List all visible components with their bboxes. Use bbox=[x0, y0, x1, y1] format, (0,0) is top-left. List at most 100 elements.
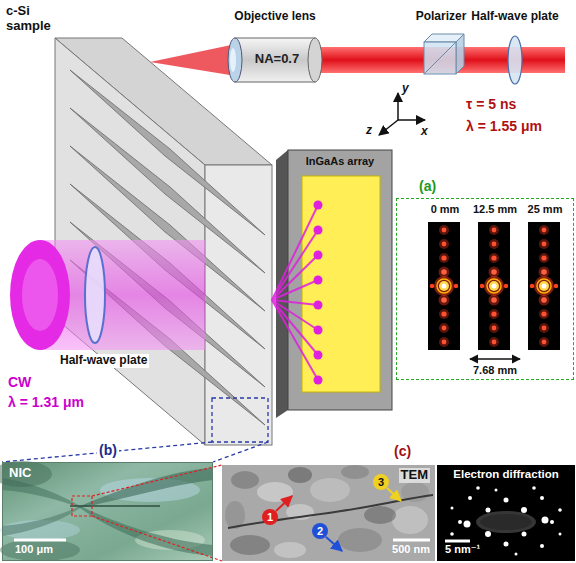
objective-lens bbox=[228, 38, 242, 82]
electron-diffraction-image bbox=[532, 486, 536, 490]
electron-diffraction-image bbox=[468, 496, 472, 500]
diffraction-spots bbox=[314, 326, 323, 335]
laser-parameter: τ = 5 ns bbox=[466, 96, 516, 112]
electron-diffraction-image bbox=[542, 517, 549, 524]
camera-frames bbox=[480, 225, 508, 347]
electron-diffraction-image bbox=[476, 511, 536, 533]
camera-frames bbox=[528, 222, 560, 350]
polarizer-cube bbox=[456, 34, 464, 74]
axis-label: z bbox=[366, 124, 372, 138]
callout-arrow bbox=[276, 496, 292, 511]
nic-image bbox=[80, 506, 213, 556]
scale-bar-label: 100 μm bbox=[15, 543, 53, 556]
electron-diffraction-image bbox=[521, 507, 527, 513]
diffraction-spots bbox=[314, 351, 323, 360]
image-tag: Electron diffraction bbox=[453, 468, 558, 481]
dimension-arrow bbox=[470, 359, 520, 360]
zoom-indicator bbox=[212, 398, 268, 442]
component-label: Half-wave plate bbox=[471, 10, 558, 24]
axis-label: y bbox=[402, 82, 409, 96]
nic-image bbox=[0, 461, 213, 561]
tem-image bbox=[288, 467, 312, 483]
diffracted-beams bbox=[272, 300, 318, 380]
nic-micrograph-panel: (b)NIC100 μm bbox=[2, 462, 213, 561]
diffraction-spots bbox=[314, 376, 323, 385]
zoom-indicator bbox=[72, 465, 222, 561]
lens-aperture-label: NA=0.7 bbox=[255, 52, 299, 67]
diffracted-beams bbox=[272, 255, 318, 300]
coordinate-axes bbox=[379, 93, 425, 135]
zoom-indicator bbox=[92, 516, 222, 561]
dimension-arrow bbox=[470, 358, 520, 359]
tem-image bbox=[364, 506, 396, 524]
camera-frames bbox=[428, 222, 560, 350]
component-label: Half-wave plate bbox=[58, 354, 149, 368]
camera-frames bbox=[478, 222, 510, 350]
laser-parameter: λ = 1.55 μm bbox=[466, 118, 542, 134]
callout-arrow bbox=[326, 537, 342, 551]
ingaas-detector bbox=[288, 150, 392, 410]
panel-letter: (c) bbox=[392, 443, 413, 459]
scale-bar-label: 500 nm bbox=[392, 543, 430, 556]
probe-laser-beam bbox=[10, 240, 205, 350]
image-tag: NIC bbox=[9, 466, 31, 481]
electron-diffraction-image bbox=[464, 521, 471, 528]
camera-frames bbox=[530, 225, 558, 347]
electron-diffraction-image bbox=[515, 553, 518, 556]
callout-number: 1 bbox=[267, 511, 273, 524]
diffracted-beams bbox=[272, 230, 318, 300]
callout-arrow bbox=[387, 488, 401, 501]
probe-laser-beam bbox=[10, 240, 70, 350]
diffraction-panel: Electron diffraction 5 nm⁻¹ bbox=[437, 465, 575, 561]
component-label: Objective lens bbox=[234, 10, 315, 24]
polarizer-cube bbox=[424, 42, 456, 74]
diffracted-beams bbox=[272, 300, 318, 355]
sample-label: c-Si sample bbox=[6, 4, 60, 34]
distance-label: 12.5 mm bbox=[473, 203, 517, 216]
half-wave-plate bbox=[85, 247, 105, 343]
callout-circle: 1 bbox=[262, 509, 278, 525]
electron-diffraction-image bbox=[451, 507, 454, 510]
diffraction-spots bbox=[314, 201, 323, 385]
electron-diffraction-image bbox=[504, 498, 509, 503]
electron-diffraction-image bbox=[504, 542, 509, 547]
tem-image bbox=[222, 465, 435, 561]
electron-diffraction-image bbox=[522, 532, 527, 537]
tem-image bbox=[274, 542, 306, 558]
zoom-indicator bbox=[2, 442, 212, 462]
ingaas-detector bbox=[276, 150, 392, 418]
electron-diffraction-image bbox=[445, 540, 470, 543]
tem-image bbox=[228, 495, 433, 528]
electron-diffraction-image bbox=[437, 465, 575, 561]
tem-image bbox=[231, 471, 259, 489]
tem-micrograph-panel: TEM500 nm123 bbox=[222, 465, 435, 561]
callout-number: 2 bbox=[317, 525, 323, 538]
panel-letter: (a) bbox=[419, 178, 436, 194]
half-wave-plate bbox=[508, 36, 522, 84]
focused-beam-cone bbox=[150, 44, 236, 76]
coordinate-axes bbox=[397, 93, 399, 120]
electron-diffraction-image bbox=[450, 532, 454, 536]
image-tag: TEM bbox=[399, 468, 430, 483]
coordinate-axes bbox=[398, 119, 425, 121]
nic-image bbox=[2, 506, 80, 536]
half-wave-plate bbox=[508, 36, 522, 84]
half-wave-plate bbox=[85, 247, 105, 343]
tem-image bbox=[310, 478, 350, 502]
zoom-indicator bbox=[213, 442, 268, 462]
electron-diffraction-image bbox=[540, 496, 544, 500]
objective-lens bbox=[228, 38, 322, 82]
axis-label: x bbox=[421, 125, 428, 139]
electron-diffraction-image bbox=[458, 520, 462, 524]
diffraction-spots bbox=[314, 276, 323, 285]
objective-lens bbox=[230, 48, 236, 72]
dimension-label: 7.68 mm bbox=[473, 364, 517, 377]
nic-image bbox=[70, 505, 160, 507]
diffraction-spots bbox=[314, 301, 323, 310]
polarizer-cube bbox=[424, 42, 456, 74]
distance-label: 25 mm bbox=[528, 203, 563, 216]
scale-bar-label: 5 nm⁻¹ bbox=[445, 543, 480, 556]
electron-diffraction-image bbox=[437, 465, 575, 561]
tem-image bbox=[341, 465, 369, 479]
electron-diffraction-image bbox=[550, 520, 554, 524]
